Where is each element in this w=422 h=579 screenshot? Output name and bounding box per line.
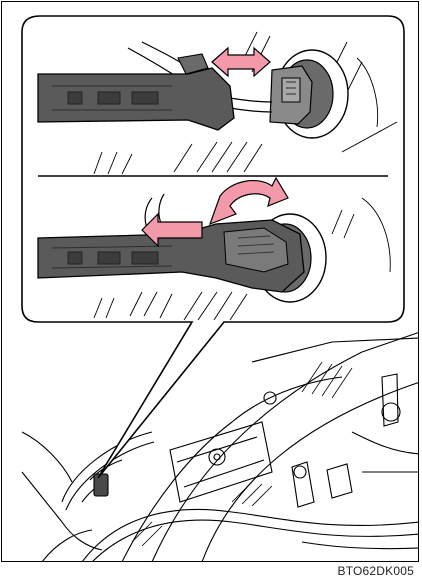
figure-code: BTO62DK005 [338,564,415,578]
connector-removal-diagram [2,2,419,562]
connector [270,66,312,124]
illustration-frame [1,1,419,562]
engine-bay-illustration [22,332,419,562]
